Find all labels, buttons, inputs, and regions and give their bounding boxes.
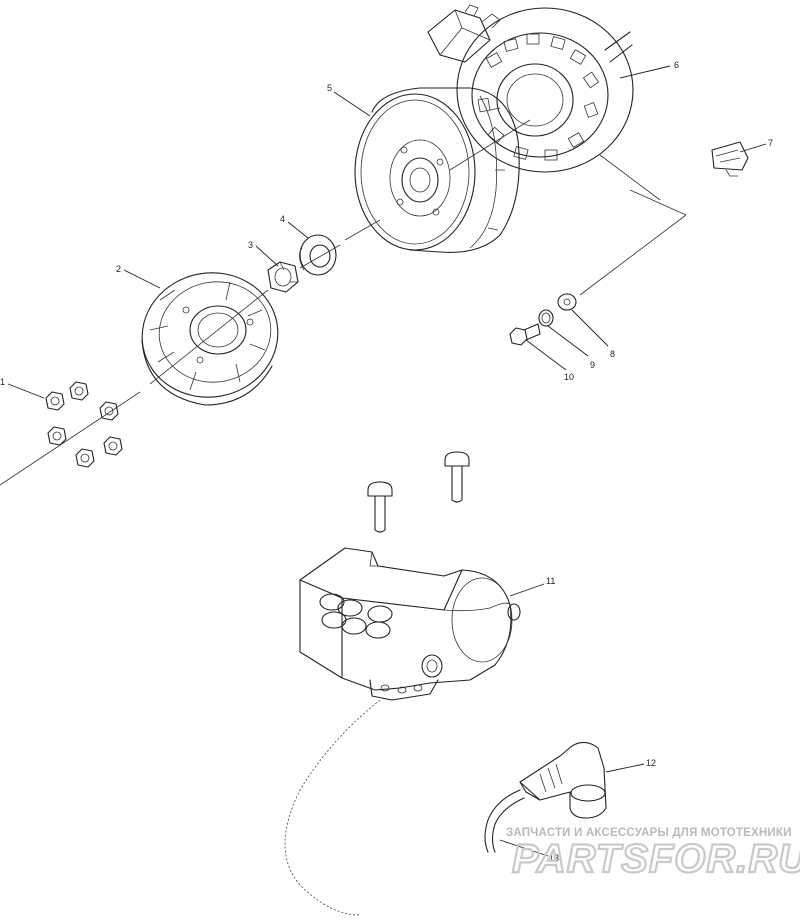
callout-6: 6 xyxy=(674,60,679,70)
watermark-logo: PARTSFOR.RU xyxy=(512,837,800,881)
callout-13: 13 xyxy=(549,853,559,863)
ignition-coil xyxy=(299,547,521,701)
washer xyxy=(299,234,337,276)
bolts-cluster xyxy=(45,381,123,468)
callout-7: 7 xyxy=(768,138,773,148)
flat-washer xyxy=(557,293,577,311)
stator-plate xyxy=(427,4,634,173)
bolt xyxy=(103,436,123,456)
callout-1: 1 xyxy=(0,377,5,387)
ht-lead xyxy=(484,789,525,853)
watermark: ЗАПЧАСТИ И АКСЕССУАРЫ ДЛЯ МОТОТЕХНИКИ PA… xyxy=(506,827,800,882)
lock-washer xyxy=(538,309,554,327)
callout-4: 4 xyxy=(280,214,285,224)
mounting-screw xyxy=(367,481,393,533)
flywheel xyxy=(354,87,520,253)
bolt xyxy=(99,401,119,421)
mounting-screw xyxy=(444,451,470,503)
watermark-tagline: ЗАПЧАСТИ И АКСЕССУАРЫ ДЛЯ МОТОТЕХНИКИ xyxy=(506,827,792,839)
flywheel-nut xyxy=(267,261,299,293)
bolt xyxy=(75,448,95,468)
callout-labels: 1 2 3 4 5 6 7 8 9 10 11 12 13 xyxy=(0,60,773,863)
callout-10: 10 xyxy=(564,372,574,382)
callout-9: 9 xyxy=(590,360,595,370)
connector-clip xyxy=(711,141,749,177)
starter-cup xyxy=(141,272,279,406)
bolt xyxy=(69,381,89,401)
callout-11: 11 xyxy=(546,576,555,586)
callout-8: 8 xyxy=(610,349,615,359)
spark-plug-cap xyxy=(519,741,607,819)
callout-12: 12 xyxy=(646,758,656,768)
bolt xyxy=(47,426,67,446)
bolt xyxy=(45,391,65,411)
callout-2: 2 xyxy=(116,264,121,274)
callout-3: 3 xyxy=(248,240,253,250)
hex-bolt xyxy=(509,323,541,346)
leader-lines xyxy=(7,65,767,857)
assembly-lines xyxy=(0,119,687,916)
callout-5: 5 xyxy=(327,83,332,93)
